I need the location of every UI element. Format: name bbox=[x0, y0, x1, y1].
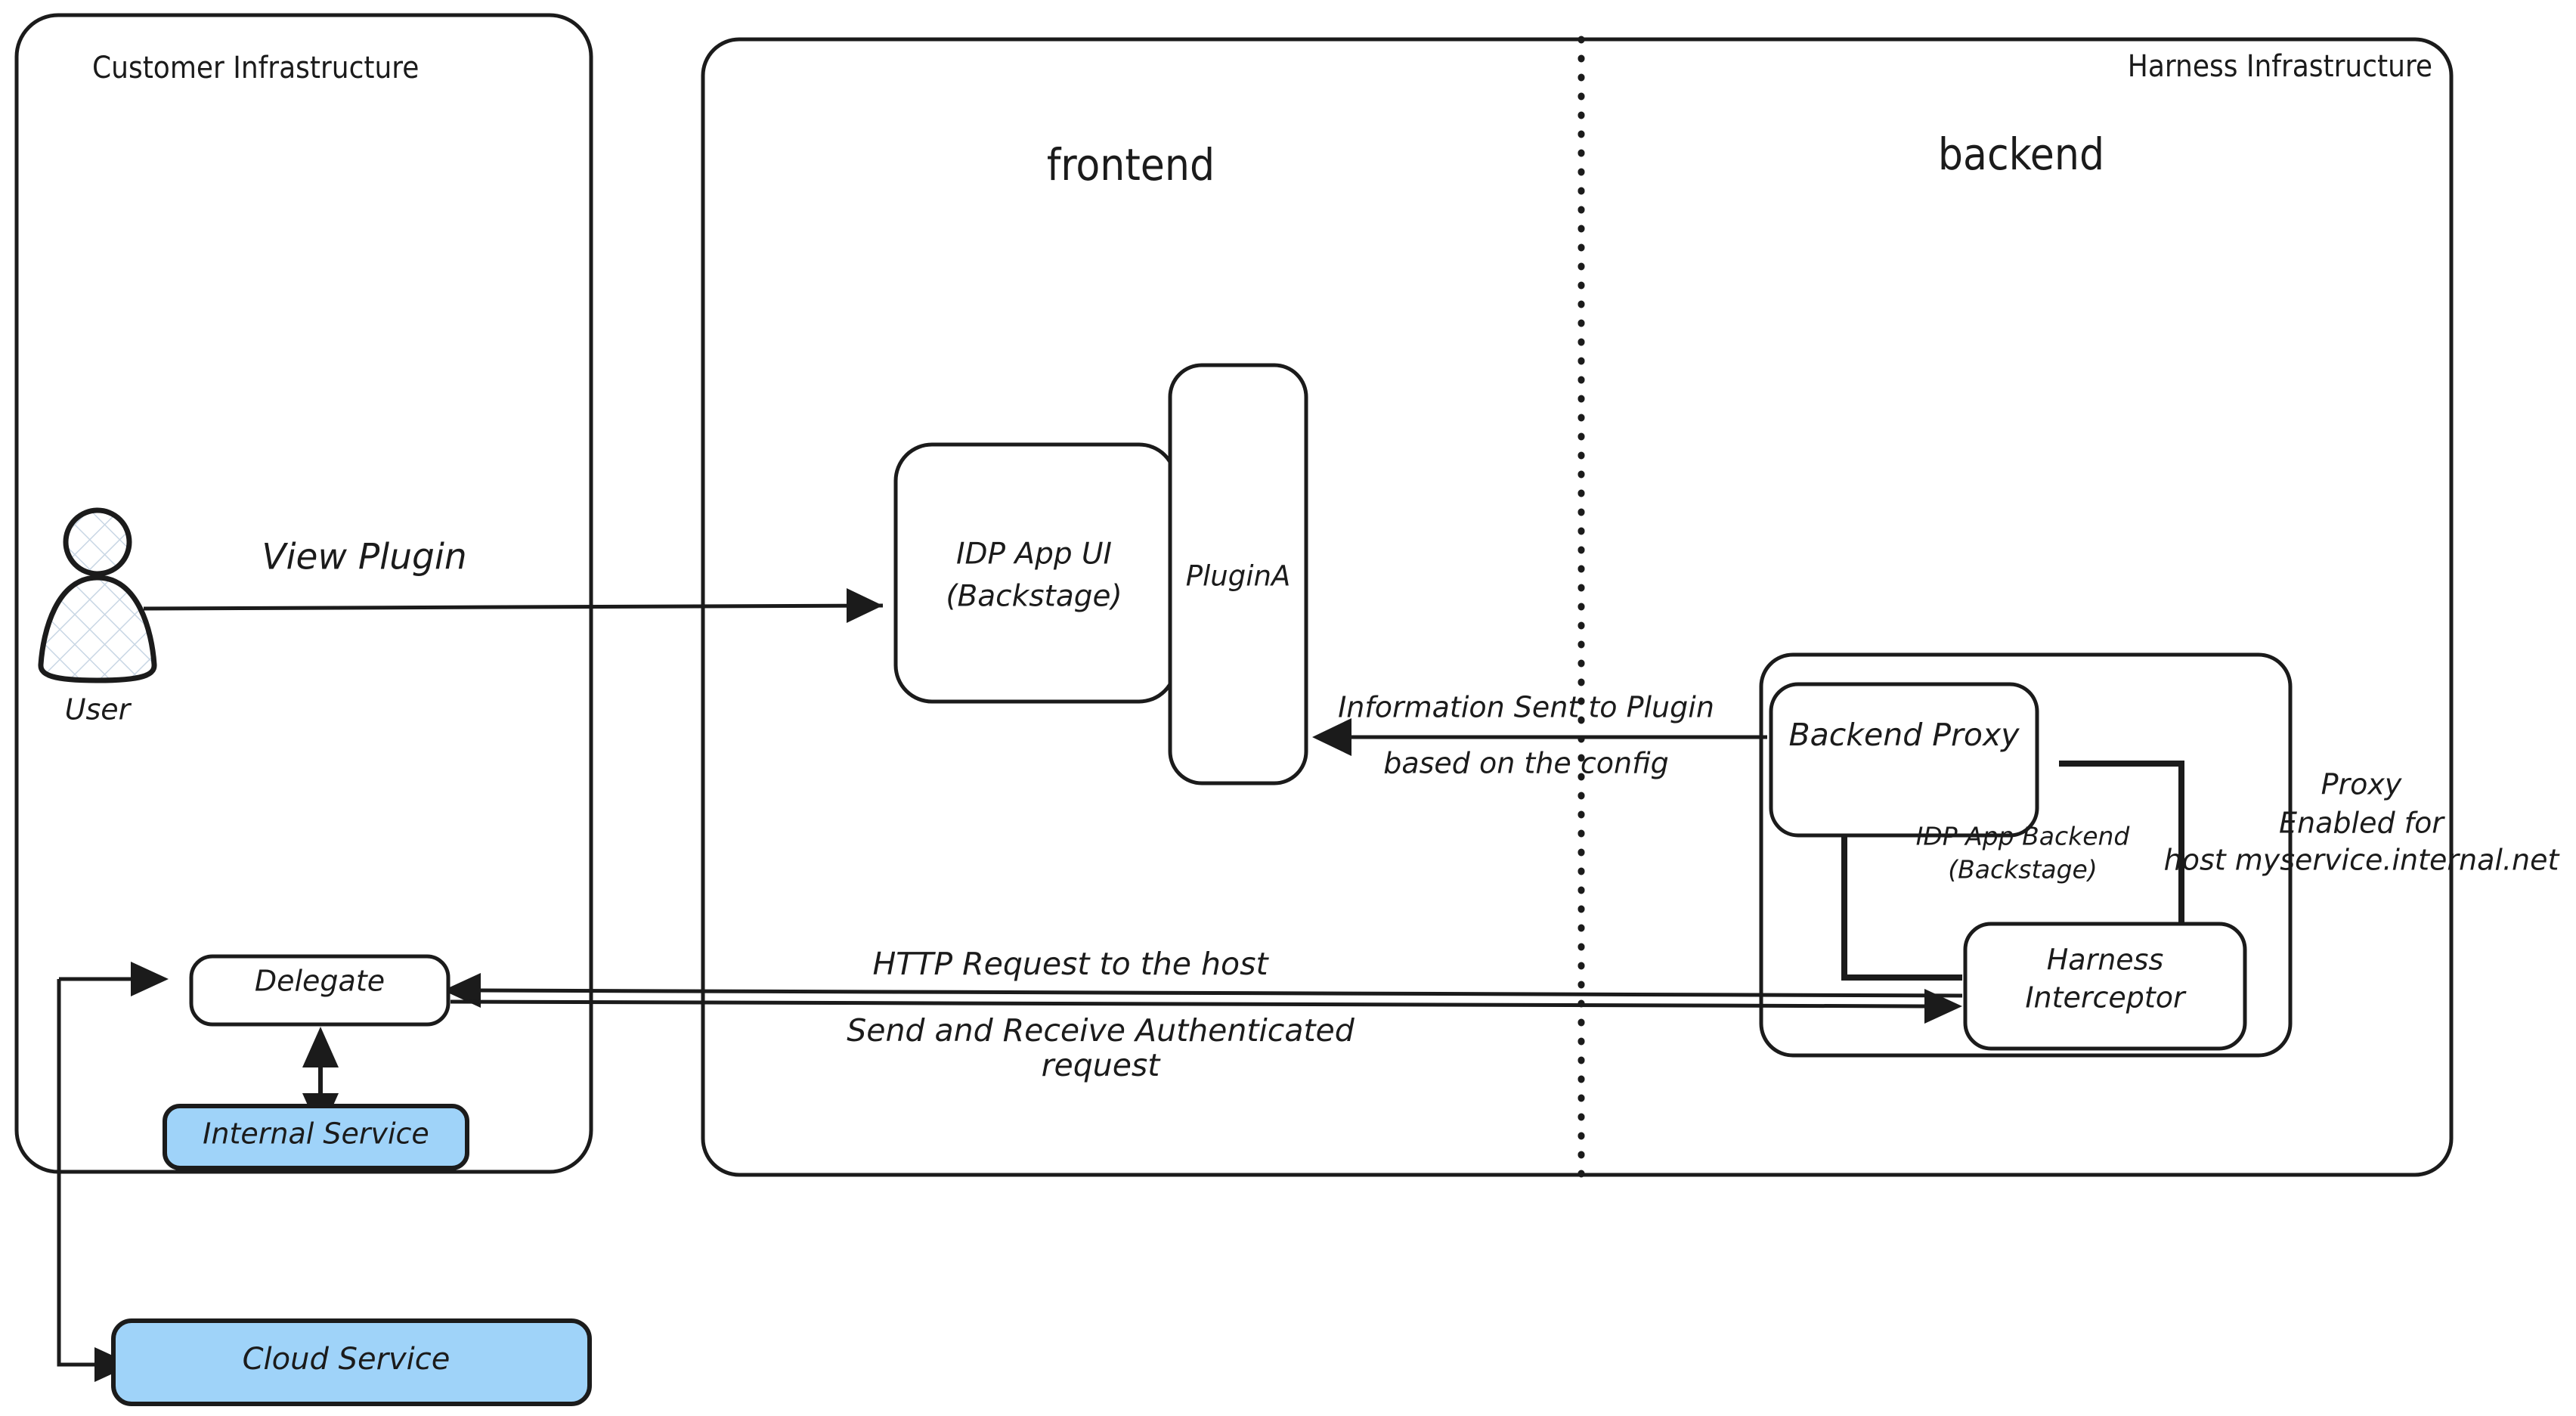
idp-app-ui-label-line1: IDP App UI bbox=[956, 538, 1112, 572]
customer-infrastructure-title: Customer Infrastructure bbox=[92, 51, 419, 85]
user-label: User bbox=[65, 693, 132, 727]
edge-interceptor-to-delegate bbox=[443, 973, 1963, 1024]
internal-service-label: Internal Service bbox=[203, 1117, 429, 1151]
node-internal-service[interactable] bbox=[163, 1104, 469, 1170]
customer-infrastructure-group bbox=[14, 13, 593, 1174]
cloud-service-label: Cloud Service bbox=[243, 1342, 450, 1377]
backend-proxy-label: Backend Proxy bbox=[1789, 717, 2020, 753]
node-plugin-a[interactable] bbox=[1168, 363, 1308, 785]
harness-infrastructure-title: Harness Infrastructure bbox=[2128, 49, 2432, 84]
idp-app-ui-label-line2: (Backstage) bbox=[946, 580, 1122, 614]
edge-label-proxy-enabled-line1: Proxy bbox=[2321, 768, 2402, 801]
node-delegate[interactable] bbox=[189, 954, 450, 1027]
zone-label-backend: backend bbox=[1938, 129, 2104, 180]
delegate-label: Delegate bbox=[255, 965, 385, 998]
edge-label-proxy-enabled-line2: Enabled for bbox=[2279, 807, 2445, 840]
edge-label-http-request-line3: request bbox=[1042, 1047, 1162, 1083]
edge-label-view-plugin: View Plugin bbox=[262, 537, 466, 578]
edge-delegate-to-cloud-service bbox=[57, 962, 169, 1382]
edge-backend-proxy-to-plugin bbox=[1312, 718, 1767, 756]
node-idp-app-ui[interactable] bbox=[893, 442, 1178, 704]
zone-label-frontend: frontend bbox=[1047, 139, 1215, 191]
node-backend-proxy[interactable] bbox=[1769, 682, 2039, 838]
edge-label-http-request-line1: HTTP Request to the host bbox=[872, 946, 1269, 982]
edge-label-http-request-line2: Send and Receive Authenticated bbox=[847, 1012, 1355, 1049]
node-cloud-service[interactable] bbox=[111, 1318, 592, 1406]
harness-interceptor-label-line2: Interceptor bbox=[2025, 981, 2187, 1015]
harness-interceptor-label-line1: Harness bbox=[2047, 943, 2164, 977]
edge-label-info-to-plugin-line2: based on the config bbox=[1383, 747, 1669, 780]
edge-label-info-to-plugin-line1: Information Sent to Plugin bbox=[1338, 691, 1714, 724]
user-actor-icon bbox=[38, 507, 157, 683]
edge-label-proxy-enabled-line3: host myservice.internal.net bbox=[2164, 844, 2561, 877]
idp-app-backend-label-line2: (Backstage) bbox=[1948, 855, 2097, 885]
idp-app-backend-group bbox=[1759, 652, 2293, 1058]
edge-user-to-idp-app-ui bbox=[143, 588, 884, 623]
idp-app-backend-label-line1: IDP App Backend bbox=[1916, 822, 2131, 851]
node-harness-interceptor[interactable] bbox=[1963, 922, 2247, 1051]
plugin-a-label: PluginA bbox=[1186, 560, 1291, 593]
